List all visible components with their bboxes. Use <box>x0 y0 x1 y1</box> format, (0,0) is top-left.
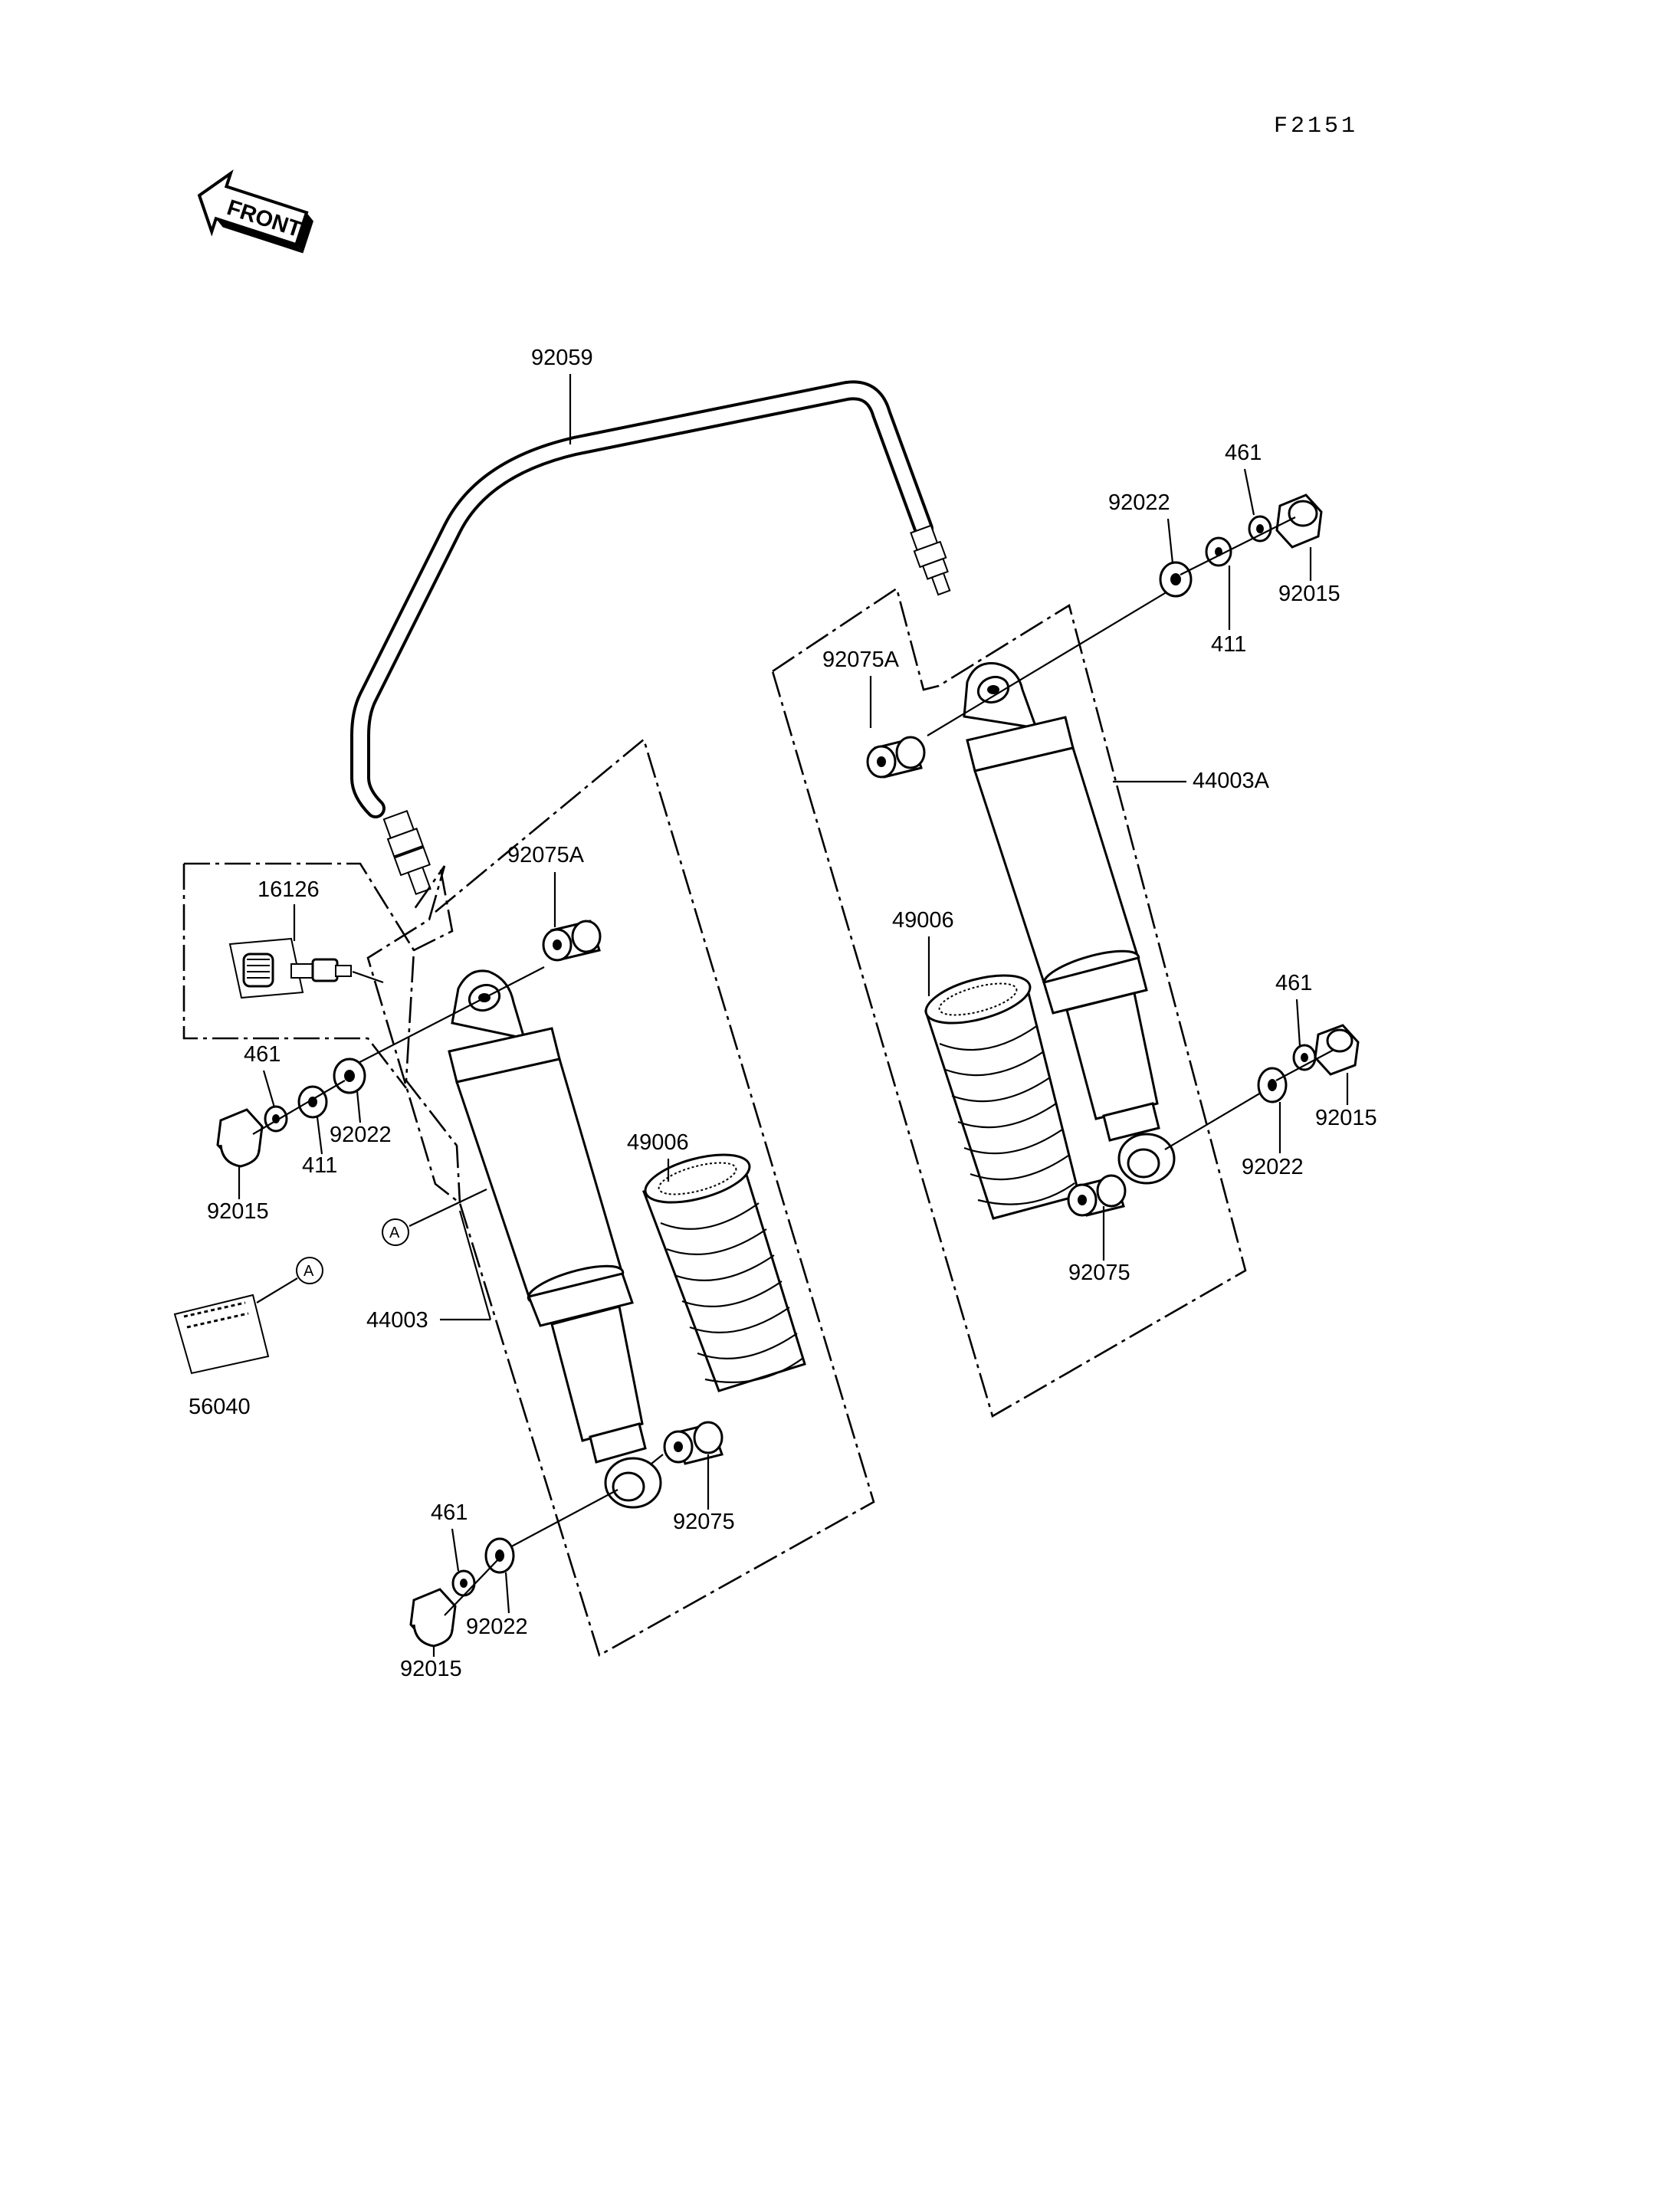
label-left-lower-lockwasher: 461 <box>431 1500 468 1525</box>
label-right-lockwasher-bottom: 461 <box>1275 971 1312 995</box>
label-right-collar-bottom: 92075 <box>1068 1261 1130 1285</box>
label-right-lockwasher-top: 461 <box>1225 441 1262 465</box>
label-left-upper-nut: 92015 <box>207 1199 269 1224</box>
left-lower-collar <box>663 1421 724 1465</box>
label-left-upper-washer-big: 92022 <box>330 1123 392 1147</box>
label-right-washer-bottom: 92022 <box>1242 1155 1304 1179</box>
label-left-lower-nut: 92015 <box>400 1657 462 1681</box>
svg-text:A: A <box>389 1225 400 1241</box>
label-left-upper-lockwasher: 461 <box>244 1042 281 1067</box>
left-spring <box>642 1153 806 1392</box>
marker-a-shock: A <box>382 1218 409 1246</box>
left-lower-lockwasher <box>451 1569 476 1597</box>
right-upper-lockwasher <box>1248 515 1272 543</box>
svg-text:A: A <box>304 1263 314 1280</box>
label-left-collar-bottom: 92075 <box>673 1510 735 1534</box>
figure-code: F2151 <box>1274 113 1358 139</box>
label-left-collar-top: 92075A <box>507 843 585 867</box>
left-upper-collar <box>542 920 602 962</box>
label-hose: 92059 <box>531 346 593 370</box>
label-left-shock: 44003 <box>366 1308 428 1333</box>
marker-a-decal: A <box>296 1257 323 1284</box>
left-upper-washer-small <box>297 1085 328 1119</box>
label-left-spring: 49006 <box>627 1130 689 1155</box>
right-upper-nut <box>1275 494 1323 549</box>
left-upper-washer-big <box>333 1058 366 1094</box>
right-upper-washer-big <box>1159 561 1193 598</box>
label-right-collar-top: 92075A <box>822 648 900 672</box>
front-arrow-icon: FRONT <box>197 169 313 254</box>
left-lower-nut <box>409 1588 457 1648</box>
hose-92059 <box>350 380 951 896</box>
label-decal-56040 <box>173 1294 270 1375</box>
label-right-washer-small-top: 411 <box>1211 632 1246 657</box>
label-left-decal: 56040 <box>189 1395 251 1419</box>
right-lower-collar <box>1067 1174 1127 1217</box>
left-shock-absorber <box>448 969 662 1509</box>
label-right-spring: 49006 <box>892 908 954 933</box>
left-assembly-outline <box>366 737 875 1657</box>
label-left-lower-washer: 92022 <box>466 1615 528 1639</box>
right-assembly-outline <box>771 586 1247 1418</box>
right-upper-washer-small <box>1205 536 1232 567</box>
valve-16126 <box>228 937 352 999</box>
label-right-nut-bottom: 92015 <box>1315 1106 1377 1130</box>
right-lower-washer <box>1257 1067 1288 1103</box>
label-right-nut-top: 92015 <box>1278 582 1340 606</box>
label-left-valve: 16126 <box>258 877 320 902</box>
label-right-shock: 44003A <box>1193 769 1270 793</box>
left-upper-nut <box>216 1108 264 1168</box>
left-upper-lockwasher <box>264 1105 288 1133</box>
right-upper-collar <box>866 736 926 779</box>
right-lower-lockwasher <box>1292 1044 1317 1071</box>
label-left-upper-washer-small: 411 <box>302 1153 337 1178</box>
label-right-washer-top: 92022 <box>1108 490 1170 515</box>
right-shock-absorber <box>963 662 1176 1185</box>
left-valve-outline <box>184 862 461 1204</box>
right-lower-nut <box>1314 1024 1360 1076</box>
